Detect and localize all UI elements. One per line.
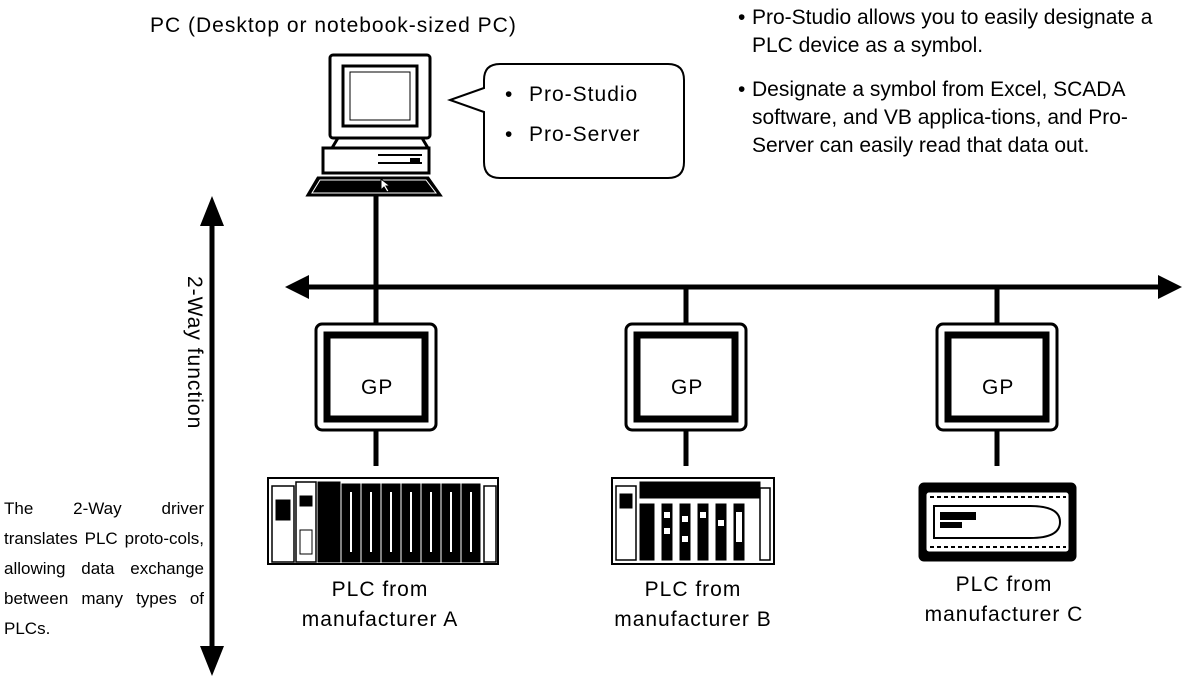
- plc-c-icon: [918, 482, 1077, 562]
- plc-label-b: PLC from manufacturer B: [614, 578, 772, 631]
- plc-label-a: PLC from manufacturer A: [301, 578, 459, 631]
- gp-label-c: GP: [982, 376, 1015, 399]
- gp-panel-c: [935, 322, 1059, 432]
- software-item-pro-studio: Pro-Studio: [505, 83, 641, 123]
- connection-lines: [373, 196, 1000, 466]
- note-pro-server: Designate a symbol from Excel, SCADA sof…: [738, 76, 1188, 160]
- note-pro-studio: Pro-Studio allows you to easily designat…: [738, 4, 1188, 60]
- software-item-pro-server: Pro-Server: [505, 123, 641, 163]
- network-bus: [285, 275, 1182, 299]
- two-way-arrow: [200, 196, 224, 676]
- gp-panel-b: [624, 322, 748, 432]
- gp-panel-a: [314, 322, 438, 432]
- plc-label-c: PLC from manufacturer C: [924, 573, 1084, 626]
- software-list: Pro-Studio Pro-Server: [505, 83, 641, 163]
- pc-title: PC (Desktop or notebook-sized PC): [150, 14, 517, 37]
- plc-a-icon: [267, 477, 499, 565]
- two-way-driver-note: The 2-Way driver translates PLC proto-co…: [4, 499, 204, 638]
- two-way-function-label: 2-Way function: [183, 276, 206, 430]
- gp-label-b: GP: [671, 376, 704, 399]
- gp-label-a: GP: [361, 376, 394, 399]
- pc-computer-icon: [305, 53, 443, 197]
- plc-b-icon: [611, 477, 775, 565]
- feature-notes: Pro-Studio allows you to easily designat…: [738, 4, 1188, 176]
